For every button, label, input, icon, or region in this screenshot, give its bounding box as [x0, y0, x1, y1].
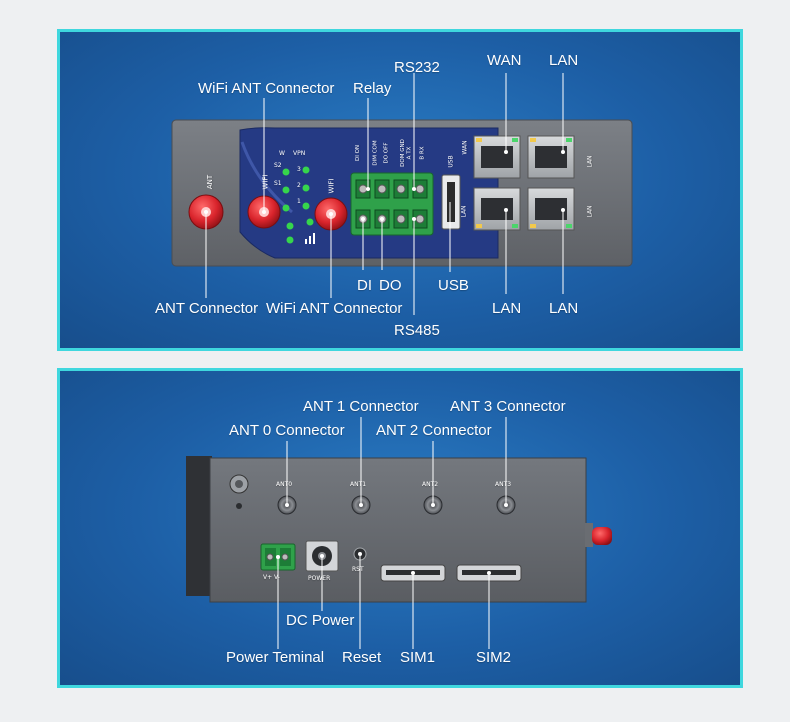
callout-ant1: ANT 1 Connector — [303, 398, 419, 415]
callout-wan: WAN — [487, 52, 522, 69]
print-led-1: 1 — [297, 198, 301, 205]
callout-dc-power: DC Power — [286, 612, 355, 629]
print-term-5: A TX — [406, 146, 413, 160]
print-led-s1: S1 — [274, 180, 282, 187]
print-lan-a: LAN — [460, 205, 468, 218]
top-panel: ANT WIFI WIFI S1 S2 W 1 2 3 VPN DI ON DI… — [57, 29, 743, 351]
status-leds — [282, 166, 314, 244]
callout-do: DO — [379, 277, 402, 294]
callout-wifi-ant-top: WiFi ANT Connector — [198, 80, 335, 97]
callout-wifi-ant-bottom: WiFi ANT Connector — [266, 300, 403, 317]
print-vplus-vminus: V+ V- — [263, 574, 280, 581]
ground-screw-icon — [229, 474, 249, 509]
callout-usb: USB — [438, 277, 469, 294]
print-term-4: DOM GND — [399, 139, 406, 167]
callout-lan-top-right: LAN — [549, 52, 579, 69]
print-ant3: ANT3 — [495, 481, 512, 488]
callout-reset: Reset — [342, 649, 382, 666]
print-ant: ANT — [206, 174, 215, 190]
print-rst: RST — [352, 566, 364, 573]
callout-sim2: SIM2 — [476, 649, 512, 666]
leader-lines-top — [205, 73, 564, 315]
bottom-panel: ANT0 ANT1 ANT2 ANT3 V+ V- POWER RST ANT … — [57, 368, 743, 688]
usb-port — [441, 174, 461, 230]
callout-ant2: ANT 2 Connector — [376, 422, 492, 439]
callout-sim1: SIM1 — [400, 649, 436, 666]
callout-rs485: RS485 — [394, 322, 440, 339]
callout-ant-connector: ANT Connector — [155, 300, 259, 317]
print-led-w: W — [279, 150, 285, 157]
callout-ant0: ANT 0 Connector — [229, 422, 345, 439]
print-usb: USB — [447, 155, 455, 168]
print-led-vpn: VPN — [293, 150, 306, 157]
print-led-3: 3 — [297, 166, 301, 173]
router-front-view — [171, 73, 633, 315]
print-led-s2: S2 — [274, 162, 282, 169]
print-ant0: ANT0 — [276, 481, 293, 488]
print-led-2: 2 — [297, 182, 301, 189]
callout-lan-bottom-left: LAN — [492, 300, 522, 317]
leader-dots-bottom — [276, 503, 508, 575]
callout-rs232: RS232 — [394, 59, 440, 76]
print-wan: WAN — [461, 140, 469, 155]
print-ant2: ANT2 — [422, 481, 439, 488]
leader-dots-top — [204, 150, 565, 221]
side-rail — [186, 456, 212, 596]
callout-lan-bottom-right: LAN — [549, 300, 579, 317]
signal-bars-icon — [305, 233, 315, 244]
print-power: POWER — [308, 575, 331, 582]
print-lan-c: LAN — [586, 205, 594, 218]
callout-ant3: ANT 3 Connector — [450, 398, 566, 415]
router-side-view — [186, 417, 612, 649]
print-wifi-left: WIFI — [261, 174, 270, 190]
print-term-1: DI ON — [355, 144, 362, 162]
print-term-3: DO OFF — [383, 142, 390, 164]
print-term-2: DIM COM — [372, 140, 379, 166]
print-term-6: B RX — [419, 146, 426, 160]
print-ant1: ANT1 — [350, 481, 367, 488]
callout-power-terminal: Power Teminal — [226, 649, 325, 666]
print-wifi-right: WIFI — [327, 178, 336, 194]
ethernet-ports — [473, 135, 575, 231]
red-antenna-stub — [585, 523, 612, 547]
callout-di: DI — [357, 277, 372, 294]
print-lan-b: LAN — [586, 155, 594, 168]
leader-lines-bottom — [277, 417, 507, 649]
callout-relay: Relay — [353, 80, 392, 97]
